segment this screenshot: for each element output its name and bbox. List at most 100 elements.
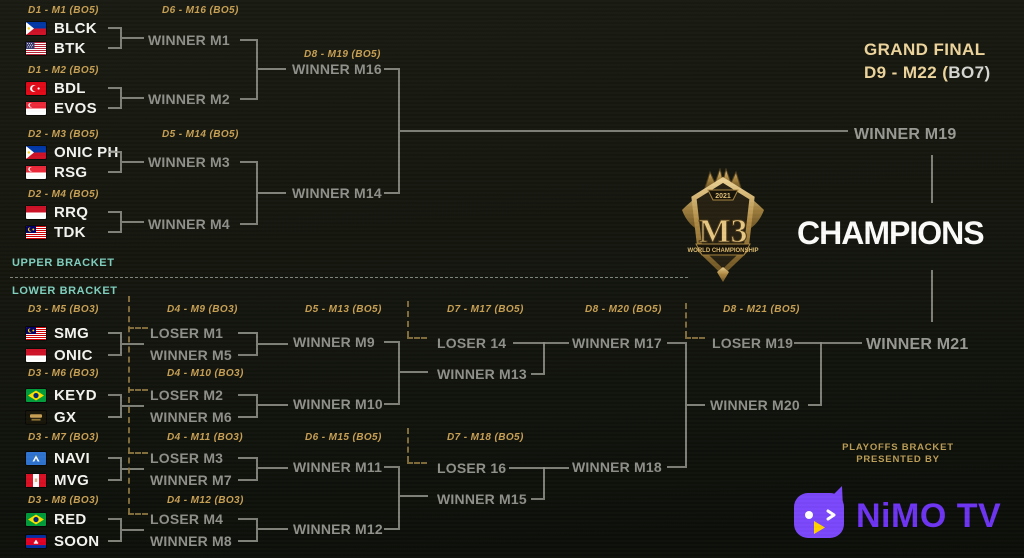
team-name: NAVI	[54, 449, 90, 467]
slot-loser-14: LOSER 14	[437, 335, 507, 351]
bracket-line	[122, 161, 144, 163]
match-header-m19: D8 - M19 (BO5)	[304, 49, 381, 60]
bracket-line	[384, 68, 398, 70]
bracket-line	[122, 468, 144, 470]
team-row-blck: BLCK	[26, 19, 97, 37]
nimo-tv-logo	[792, 484, 852, 547]
bracket-line	[531, 373, 543, 375]
bracket-line	[108, 332, 120, 334]
bracket-line	[108, 231, 120, 233]
match-header-m16: D6 - M16 (BO5)	[162, 5, 239, 16]
loser-drop-line	[128, 452, 148, 454]
team-name: ONIC PH	[54, 143, 119, 161]
slot-winner-m21: WINNER M21	[866, 336, 969, 353]
bracket-line	[258, 467, 288, 469]
team-name: RSG	[54, 163, 88, 181]
bracket-line	[398, 341, 400, 405]
bracket-line	[256, 161, 258, 225]
match-header-m1: D1 - M1 (BO5)	[28, 5, 99, 16]
bracket-line	[400, 130, 848, 132]
bracket-line	[120, 27, 122, 49]
loser-drop-line	[407, 428, 409, 462]
flag-philippines-icon	[26, 145, 46, 159]
flag-philippines-icon	[26, 21, 46, 35]
flag-cambodia-icon	[26, 534, 46, 548]
navi-banner-icon	[26, 451, 46, 465]
bracket-line	[398, 68, 400, 194]
loser-drop-line	[407, 301, 409, 337]
slot-loser-m3: LOSER M3	[150, 450, 224, 466]
sponsor-line2: PRESENTED BY	[856, 454, 940, 465]
bracket-line	[384, 341, 398, 343]
bracket-line	[238, 518, 256, 520]
team-name: BLCK	[54, 19, 97, 37]
team-row-tdk: TDK	[26, 224, 86, 241]
slot-winner-m1: WINNER M1	[148, 32, 230, 48]
flag-singapore-icon	[26, 165, 46, 179]
flag-malaysia-icon	[26, 225, 46, 239]
match-header-m14: D5 - M14 (BO5)	[162, 129, 239, 140]
bracket-line	[120, 211, 122, 233]
team-row-onic-ph: ONIC PH	[26, 143, 119, 161]
team-row-navi: NAVI	[26, 449, 90, 467]
team-name: BDL	[54, 79, 86, 97]
slot-winner-m16: WINNER M16	[292, 61, 382, 77]
slot-winner-m4: WINNER M4	[148, 216, 230, 232]
team-row-bdl: BDL	[26, 79, 86, 97]
slot-winner-m5: WINNER M5	[150, 347, 232, 363]
flag-peru-icon	[26, 473, 46, 487]
slot-winner-m19: WINNER M19	[854, 126, 957, 143]
bracket-line	[108, 151, 120, 153]
grand-final-title: GRAND FINAL	[864, 40, 986, 59]
bracket-line	[122, 97, 144, 99]
bracket-line	[238, 479, 256, 481]
slot-winner-m13: WINNER M13	[437, 366, 527, 382]
slot-winner-m10: WINNER M10	[293, 396, 383, 412]
flag-turkey-icon	[26, 81, 46, 95]
bracket-line	[240, 39, 256, 41]
team-row-evos: EVOS	[26, 100, 97, 117]
slot-winner-m11: WINNER M11	[293, 459, 383, 475]
bracket-line	[258, 528, 288, 530]
match-header-m8: D3 - M8 (BO3)	[28, 495, 99, 506]
bracket-line	[256, 39, 258, 100]
match-header-m11: D4 - M11 (BO3)	[167, 432, 243, 443]
bracket-line	[384, 528, 398, 530]
grand-final-connector	[931, 270, 933, 322]
bracket-line	[120, 457, 122, 481]
bracket-line	[384, 403, 398, 405]
bracket-line	[240, 98, 256, 100]
slot-loser-m1: LOSER M1	[150, 325, 224, 341]
loser-drop-line	[128, 389, 148, 391]
grand-final-match-label: D9 - M22 (BO7)	[864, 63, 991, 83]
match-header-m12: D4 - M12 (BO3)	[167, 495, 244, 506]
bracket-line	[256, 394, 258, 418]
bracket-line	[108, 457, 120, 459]
bracket-line	[820, 342, 822, 406]
bracket-line	[108, 540, 120, 542]
bracket-line	[509, 467, 569, 469]
bracket-line	[108, 87, 120, 89]
slot-loser-m2: LOSER M2	[150, 387, 224, 403]
bracket-line	[400, 371, 428, 373]
slot-winner-m8: WINNER M8	[150, 533, 232, 549]
slot-winner-m18: WINNER M18	[572, 459, 662, 475]
bracket-line	[543, 342, 545, 375]
team-row-rrq: RRQ	[26, 204, 88, 221]
slot-winner-m7: WINNER M7	[150, 472, 232, 488]
champions-label: CHAMPIONS	[797, 215, 985, 251]
bracket-line	[794, 342, 862, 344]
bracket-line	[667, 466, 685, 468]
bracket-line	[122, 343, 144, 345]
sponsor-line1: PLAYOFFS BRACKET	[842, 442, 954, 453]
bracket-line	[531, 498, 543, 500]
team-name: MVG	[54, 471, 90, 489]
slot-winner-m9: WINNER M9	[293, 334, 375, 350]
team-row-red: RED	[26, 511, 87, 528]
slot-loser-m19: LOSER M19	[712, 335, 794, 351]
slot-winner-m2: WINNER M2	[148, 91, 230, 107]
slot-winner-m14: WINNER M14	[292, 185, 382, 201]
bracket-line	[258, 343, 288, 345]
bracket-line	[256, 518, 258, 542]
bracket-line	[122, 529, 144, 531]
